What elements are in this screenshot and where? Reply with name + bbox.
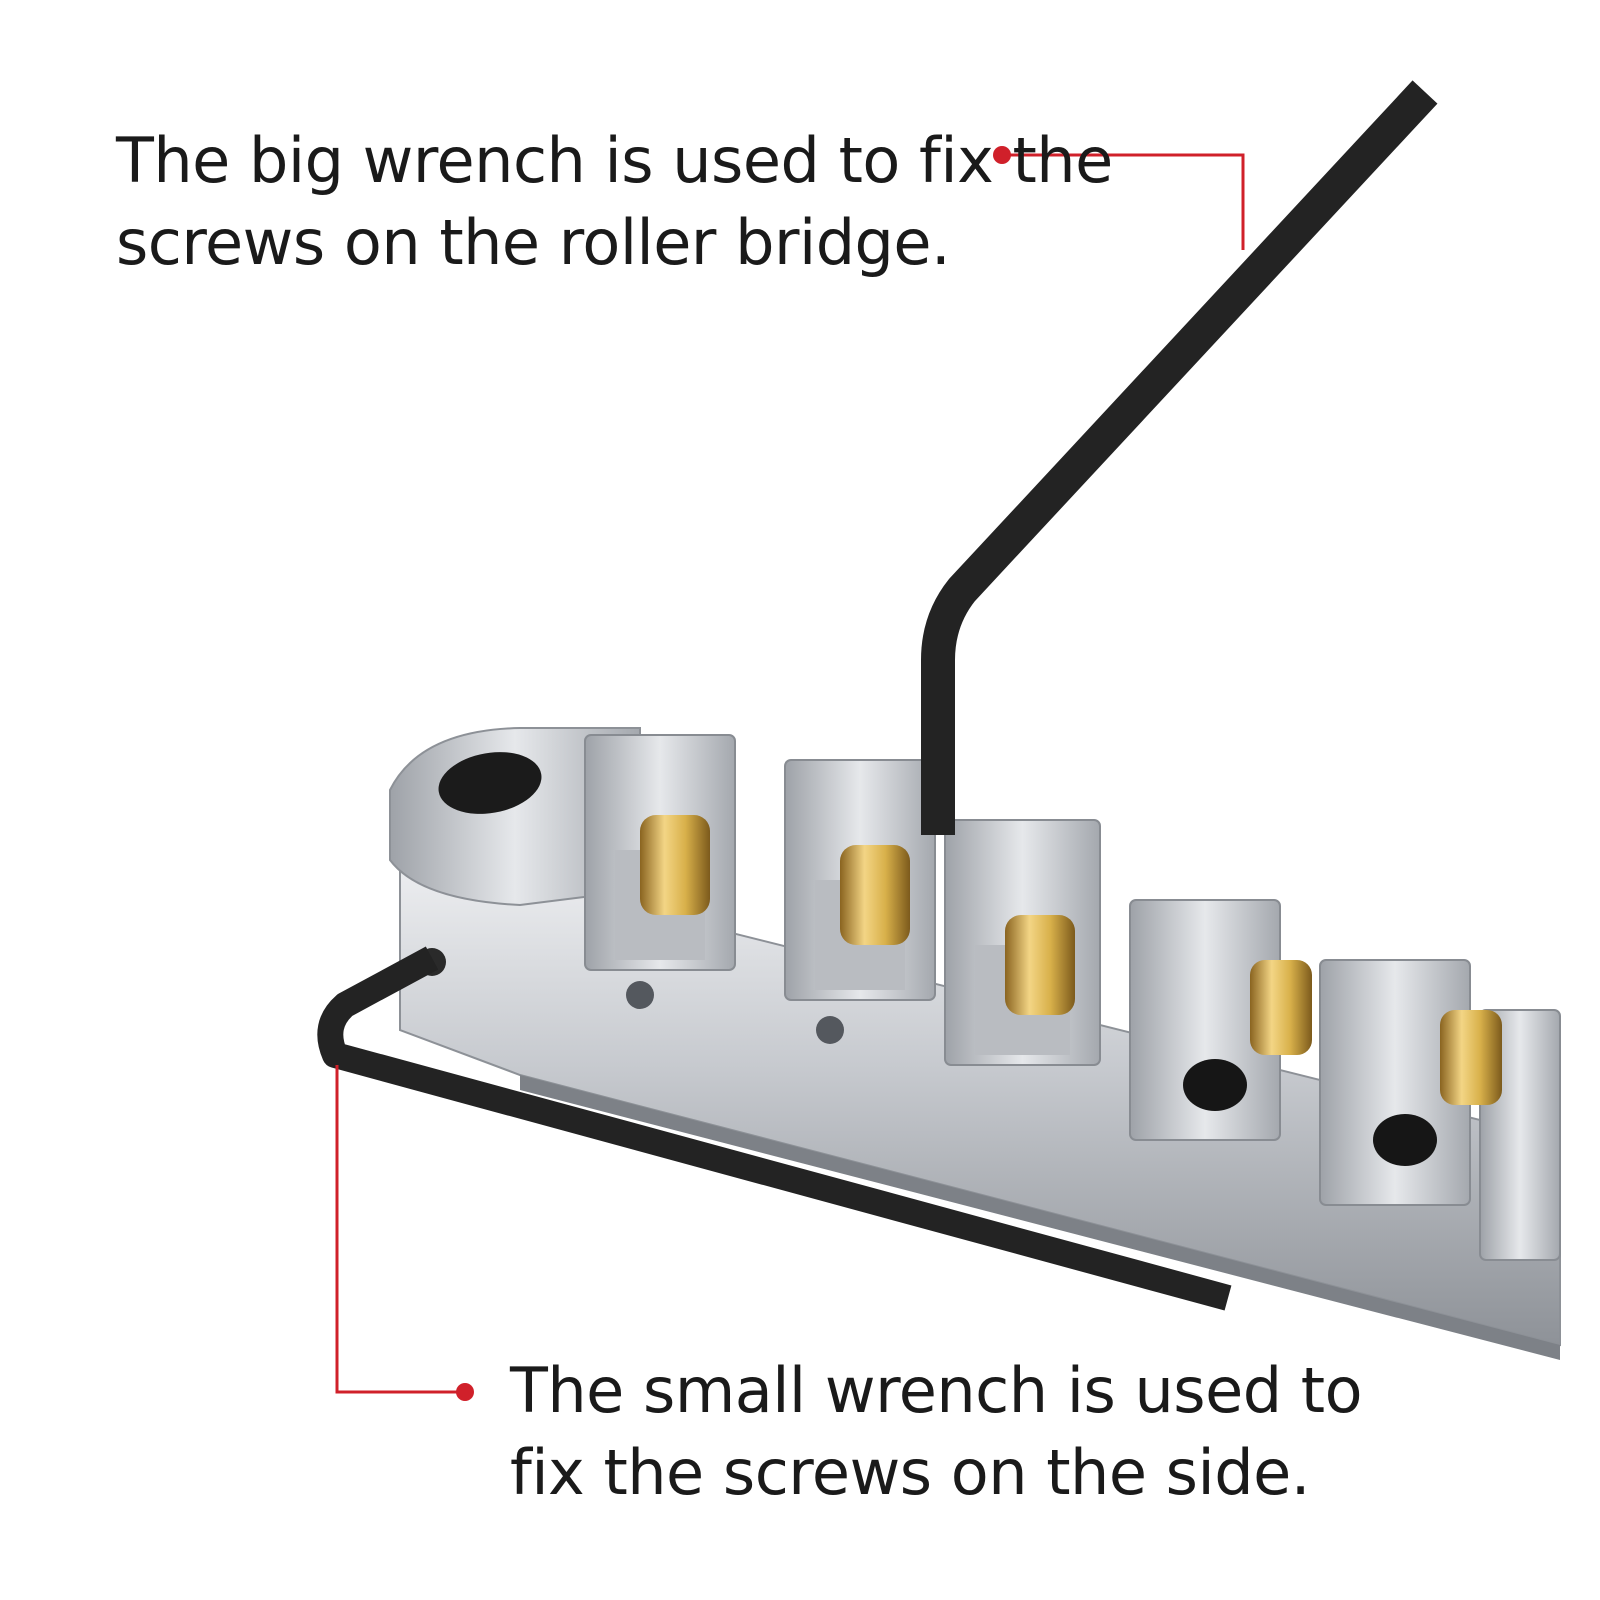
small-wrench-caption: The small wrench is used to fix the scre… — [510, 1350, 1363, 1514]
roller-bridge — [389, 727, 1561, 1360]
callout-leader — [1002, 153, 1245, 250]
big-wrench — [921, 80, 1438, 835]
small-wrench — [317, 946, 1232, 1311]
bridge-bottom-edge — [520, 1075, 1560, 1360]
small-wrench-caption-line-2: fix the screws on the side. — [510, 1436, 1310, 1509]
big-wrench-caption: The big wrench is used to fix the screws… — [116, 120, 1113, 284]
brass-rollers — [640, 815, 1502, 1105]
callout-leader — [335, 1065, 465, 1394]
saddle-5 — [1319, 959, 1471, 1206]
big-wrench-caption-line-2: screws on the roller bridge. — [116, 206, 951, 279]
callout-big-wrench — [993, 146, 1245, 250]
post-slot — [438, 752, 542, 814]
big-wrench-caption-line-1: The big wrench is used to fix the — [116, 124, 1113, 197]
small-wrench-caption-line-1: The small wrench is used to — [510, 1354, 1363, 1427]
callout-small-wrench — [335, 1065, 474, 1401]
